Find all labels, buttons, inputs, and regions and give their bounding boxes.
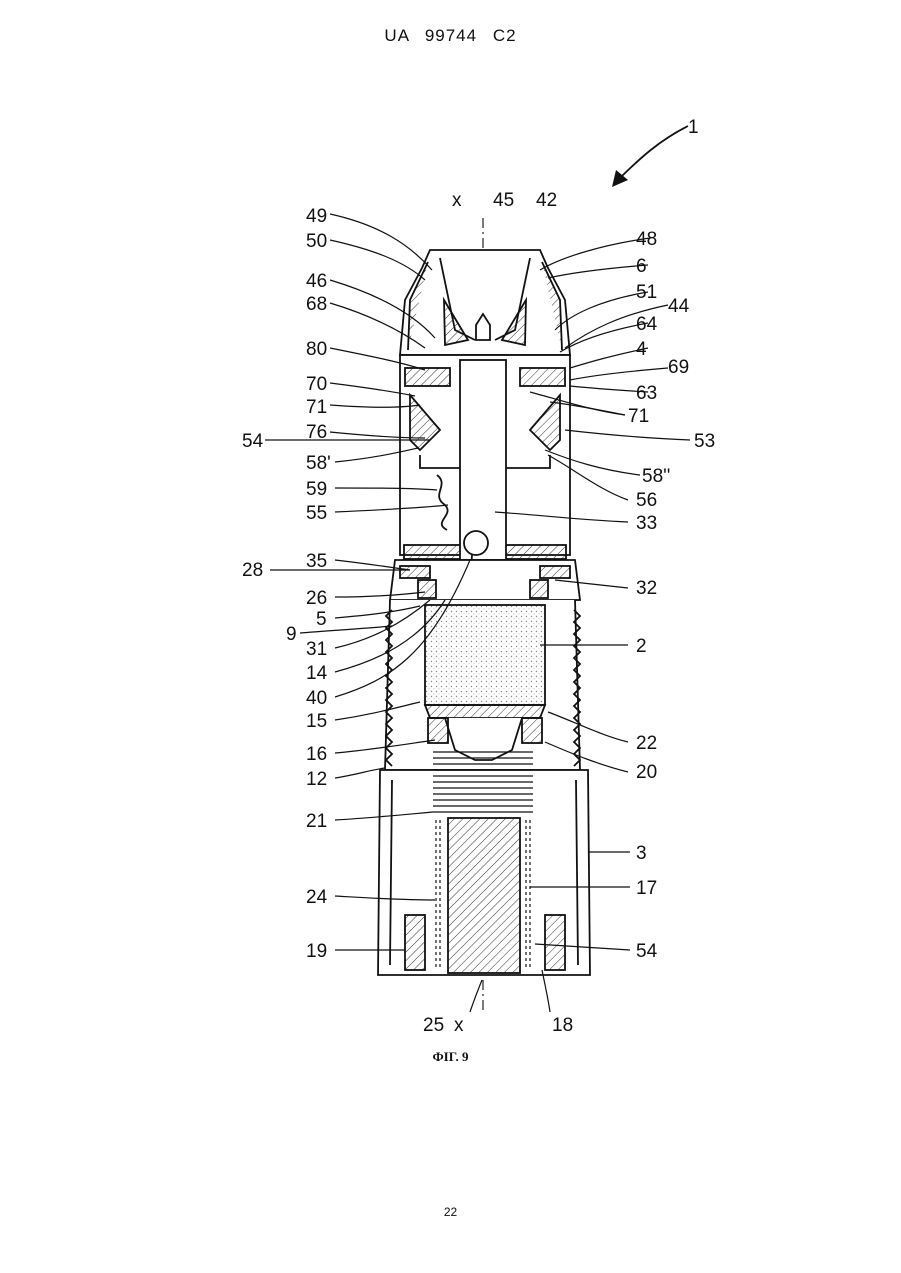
ref-80: 80	[306, 339, 327, 360]
ref-56: 56	[636, 490, 657, 511]
ref-44: 44	[668, 296, 690, 317]
ref-31: 31	[306, 639, 327, 660]
connector-section	[390, 560, 580, 600]
ref-16: 16	[306, 744, 327, 765]
ref-6: 6	[636, 256, 647, 277]
ref-17: 17	[636, 878, 657, 899]
ref-22: 22	[636, 733, 657, 754]
ref-21: 21	[306, 811, 327, 832]
ref-3: 3	[636, 843, 647, 864]
ref-68: 68	[306, 294, 327, 315]
ref-51: 51	[636, 282, 657, 303]
ref-14: 14	[306, 663, 328, 684]
axis-label-bottom: x	[454, 1015, 464, 1036]
assembly-arrow	[618, 126, 688, 180]
ref-20: 20	[636, 762, 657, 783]
piston	[448, 818, 520, 973]
ref-2: 2	[636, 636, 647, 657]
ref-4: 4	[636, 339, 647, 360]
ref-49: 49	[306, 206, 327, 227]
ref-24: 24	[306, 887, 328, 908]
ref-76: 76	[306, 422, 327, 443]
ref-54-lower: 54	[636, 941, 658, 962]
ref-55: 55	[306, 503, 327, 524]
ref-9: 9	[286, 624, 297, 645]
ref-45: 45	[493, 190, 514, 211]
nozzle-cap	[400, 250, 570, 355]
ref-42: 42	[536, 190, 557, 211]
ref-63: 63	[636, 383, 657, 404]
ref-70: 70	[306, 374, 327, 395]
ref-35: 35	[306, 551, 327, 572]
ball-element	[464, 531, 488, 555]
ref-25: 25	[423, 1015, 444, 1036]
ref-48: 48	[636, 229, 657, 250]
ref-18: 18	[552, 1015, 573, 1036]
ref-32: 32	[636, 578, 657, 599]
ref-59: 59	[306, 479, 327, 500]
ref-33: 33	[636, 513, 657, 534]
figure-caption: ФІГ. 9	[0, 1049, 901, 1065]
ref-54-upper: 54	[242, 431, 264, 452]
ref-15: 15	[306, 711, 327, 732]
ref-19: 19	[306, 941, 327, 962]
page-number: 22	[0, 1205, 901, 1219]
ref-64: 64	[636, 314, 658, 335]
ref-58-prime: 58'	[306, 453, 331, 474]
ref-40: 40	[306, 688, 327, 709]
ref-26: 26	[306, 588, 327, 609]
ref-12: 12	[306, 769, 327, 790]
ref-1: 1	[688, 117, 699, 138]
ref-71-left: 71	[306, 397, 327, 418]
ref-53: 53	[694, 431, 715, 452]
ref-28: 28	[242, 560, 263, 581]
ref-58-double-prime: 58''	[642, 466, 670, 487]
ref-50: 50	[306, 231, 327, 252]
ref-46: 46	[306, 271, 327, 292]
axis-label-top: x	[452, 190, 462, 211]
ref-5: 5	[316, 609, 327, 630]
ref-71-right: 71	[628, 406, 649, 427]
central-tube	[460, 360, 506, 560]
ref-69: 69	[668, 357, 689, 378]
